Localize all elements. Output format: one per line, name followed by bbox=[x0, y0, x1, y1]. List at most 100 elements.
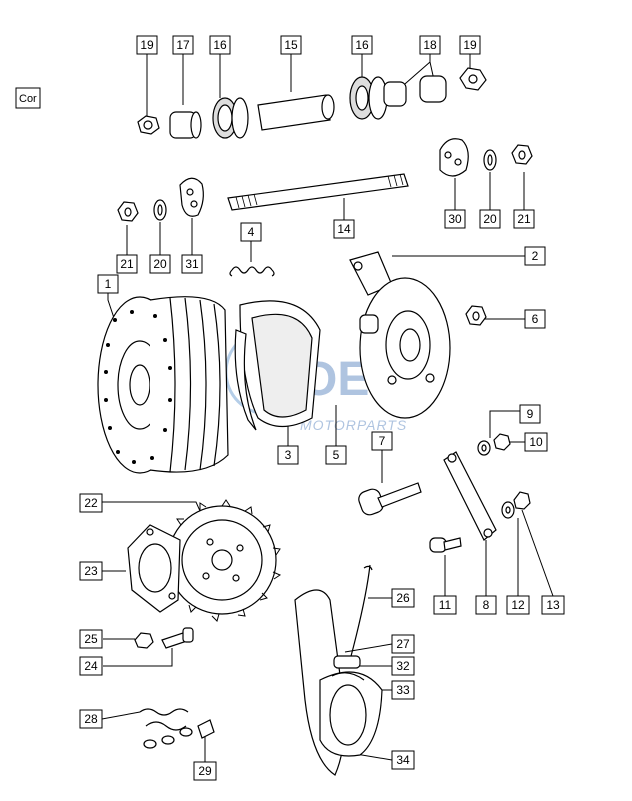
nut-6 bbox=[465, 305, 487, 326]
adjuster-plate-30 bbox=[439, 138, 469, 177]
chain-28 bbox=[139, 708, 193, 749]
nut-25 bbox=[134, 632, 154, 649]
svg-text:19: 19 bbox=[140, 38, 154, 52]
gasket-23 bbox=[127, 524, 181, 613]
wheel-hub-1 bbox=[97, 296, 229, 474]
svg-text:3: 3 bbox=[285, 448, 292, 462]
sprocket-22 bbox=[161, 499, 282, 622]
svg-text:30: 30 bbox=[448, 212, 462, 226]
svg-text:7: 7 bbox=[379, 434, 386, 448]
bearing-16-left bbox=[212, 97, 249, 139]
callout-13: 13 bbox=[541, 595, 565, 615]
spacer-17 bbox=[169, 111, 202, 139]
callout-16-b: 16 bbox=[351, 35, 373, 55]
callout-6: 6 bbox=[524, 309, 546, 329]
callout-24: 24 bbox=[79, 656, 103, 676]
svg-text:9: 9 bbox=[527, 407, 534, 421]
callout-23: 23 bbox=[79, 561, 103, 581]
callout-11: 11 bbox=[433, 595, 457, 615]
svg-text:15: 15 bbox=[284, 38, 298, 52]
clamp-32-33 bbox=[331, 655, 365, 681]
svg-text:23: 23 bbox=[84, 564, 98, 578]
svg-text:27: 27 bbox=[396, 637, 410, 651]
watermark-sub: MOTORPARTS bbox=[300, 417, 407, 433]
callout-27: 27 bbox=[391, 634, 415, 654]
callout-7: 7 bbox=[371, 431, 393, 451]
washer-20-right bbox=[483, 149, 497, 171]
svg-text:16: 16 bbox=[213, 38, 227, 52]
chain-guard-34 bbox=[294, 589, 383, 776]
nut-21-right bbox=[511, 144, 533, 165]
svg-text:21: 21 bbox=[120, 257, 134, 271]
bearing-16-right bbox=[349, 76, 388, 120]
spring-4 bbox=[229, 266, 275, 277]
svg-text:20: 20 bbox=[483, 212, 497, 226]
svg-text:32: 32 bbox=[396, 659, 410, 673]
svg-text:29: 29 bbox=[198, 764, 212, 778]
callout-21-b: 21 bbox=[116, 254, 138, 274]
svg-text:25: 25 bbox=[84, 632, 98, 646]
callout-33: 33 bbox=[391, 680, 415, 700]
svg-text:20: 20 bbox=[153, 257, 167, 271]
callout-29: 29 bbox=[193, 761, 217, 781]
callout-31: 31 bbox=[181, 254, 203, 274]
lever-8 bbox=[443, 451, 497, 541]
callout-16-a: 16 bbox=[209, 35, 231, 55]
callout-25: 25 bbox=[79, 629, 103, 649]
washer-20-left bbox=[153, 199, 167, 221]
callout-14: 14 bbox=[333, 219, 355, 239]
corner-tag-text: Cor bbox=[19, 93, 37, 105]
adjuster-31 bbox=[179, 177, 204, 217]
svg-text:33: 33 bbox=[396, 683, 410, 697]
svg-text:16: 16 bbox=[355, 38, 369, 52]
svg-text:5: 5 bbox=[333, 448, 340, 462]
callout-10: 10 bbox=[524, 432, 548, 452]
callout-26: 26 bbox=[391, 588, 415, 608]
callout-3: 3 bbox=[277, 445, 299, 465]
callout-34: 34 bbox=[391, 750, 415, 770]
callout-19-a: 19 bbox=[136, 35, 158, 55]
callout-18: 18 bbox=[419, 35, 441, 55]
cable-26 bbox=[349, 564, 373, 661]
callout-12: 12 bbox=[506, 595, 530, 615]
nut-13 bbox=[513, 491, 531, 510]
svg-text:6: 6 bbox=[532, 312, 539, 326]
leader-lines bbox=[101, 54, 554, 762]
corner-tag: Cor bbox=[15, 87, 41, 109]
callout-5: 5 bbox=[325, 445, 347, 465]
spacers-18 bbox=[383, 75, 447, 107]
callout-20-b: 20 bbox=[149, 254, 171, 274]
washer-12 bbox=[501, 501, 515, 519]
svg-text:26: 26 bbox=[396, 591, 410, 605]
brake-shoes-3 bbox=[234, 300, 321, 431]
washer-9 bbox=[477, 440, 491, 456]
callout-28: 28 bbox=[79, 709, 103, 729]
svg-text:34: 34 bbox=[396, 753, 410, 767]
callout-22: 22 bbox=[79, 493, 103, 513]
svg-text:28: 28 bbox=[84, 712, 98, 726]
nut-21-left bbox=[117, 201, 139, 222]
svg-text:2: 2 bbox=[532, 249, 539, 263]
callout-4: 4 bbox=[240, 222, 262, 242]
clip-29 bbox=[197, 719, 215, 739]
callout-19-b: 19 bbox=[459, 35, 481, 55]
svg-text:4: 4 bbox=[248, 225, 255, 239]
nut-19-right bbox=[459, 67, 487, 91]
svg-text:19: 19 bbox=[463, 38, 477, 52]
callout-17: 17 bbox=[172, 35, 194, 55]
svg-text:21: 21 bbox=[517, 212, 531, 226]
svg-text:24: 24 bbox=[84, 659, 98, 673]
callout-21-a: 21 bbox=[513, 209, 535, 229]
svg-text:11: 11 bbox=[439, 598, 452, 612]
nut-19-left bbox=[137, 115, 160, 135]
callout-8: 8 bbox=[475, 595, 497, 615]
bolt-24 bbox=[161, 627, 194, 649]
callout-15: 15 bbox=[280, 35, 302, 55]
svg-text:31: 31 bbox=[185, 257, 199, 271]
callout-9: 9 bbox=[519, 404, 541, 424]
spacer-15 bbox=[257, 94, 335, 131]
svg-text:8: 8 bbox=[483, 598, 490, 612]
parts-drawings bbox=[97, 67, 533, 776]
callout-labels: 19 17 16 15 16 18 19 30 20 21 14 21 20 3… bbox=[79, 35, 565, 781]
